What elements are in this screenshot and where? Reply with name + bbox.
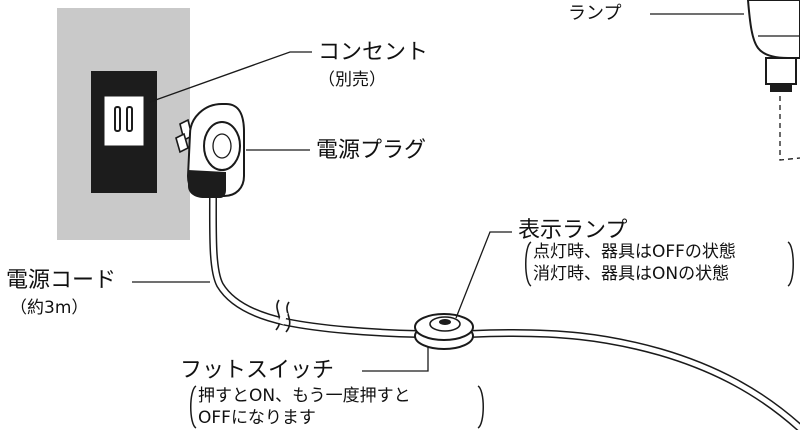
indicator-note-bracket-left — [525, 241, 532, 287]
switch-note-bracket-left — [190, 385, 197, 429]
lamp-beam-outline — [779, 96, 800, 161]
foot-switch — [414, 313, 474, 350]
cord-note: （約3m） — [10, 298, 89, 318]
switch-note-2: OFFになります — [198, 408, 316, 428]
lamp-cord-core — [467, 330, 800, 430]
indicator-note-2: 消灯時、器具はONの状態 — [533, 264, 730, 284]
switch-leader-line — [362, 346, 429, 372]
indicator-label: 表示ランプ — [518, 218, 628, 243]
outlet-slot-right — [126, 106, 133, 132]
indicator-note-bracket-right — [787, 241, 794, 287]
cord-break-gap — [278, 311, 288, 325]
power-cord — [208, 191, 422, 338]
lamp-label: ランプ — [568, 3, 622, 24]
cord-break-mark — [275, 299, 291, 333]
outlet-note: （別売） — [318, 70, 386, 90]
plug-label: 電源プラグ — [316, 138, 427, 163]
outlet-leader-line — [149, 51, 312, 103]
outlet-face — [103, 95, 145, 147]
lamp-head — [746, 0, 800, 92]
power-cord-core — [210, 192, 421, 337]
indicator-note-1: 点灯時、器具はOFFの状態 — [533, 242, 736, 262]
indicator-leader-line — [455, 231, 512, 319]
outlet-label: コンセント — [318, 40, 429, 65]
cord-label: 電源コード — [6, 268, 117, 293]
power-plug — [175, 103, 245, 198]
outlet-slot-left — [114, 106, 121, 132]
switch-note-1: 押すとON、もう一度押すと — [198, 386, 411, 406]
foot-switch-label: フットスイッチ — [180, 358, 335, 383]
switch-note-bracket-right — [477, 385, 484, 429]
